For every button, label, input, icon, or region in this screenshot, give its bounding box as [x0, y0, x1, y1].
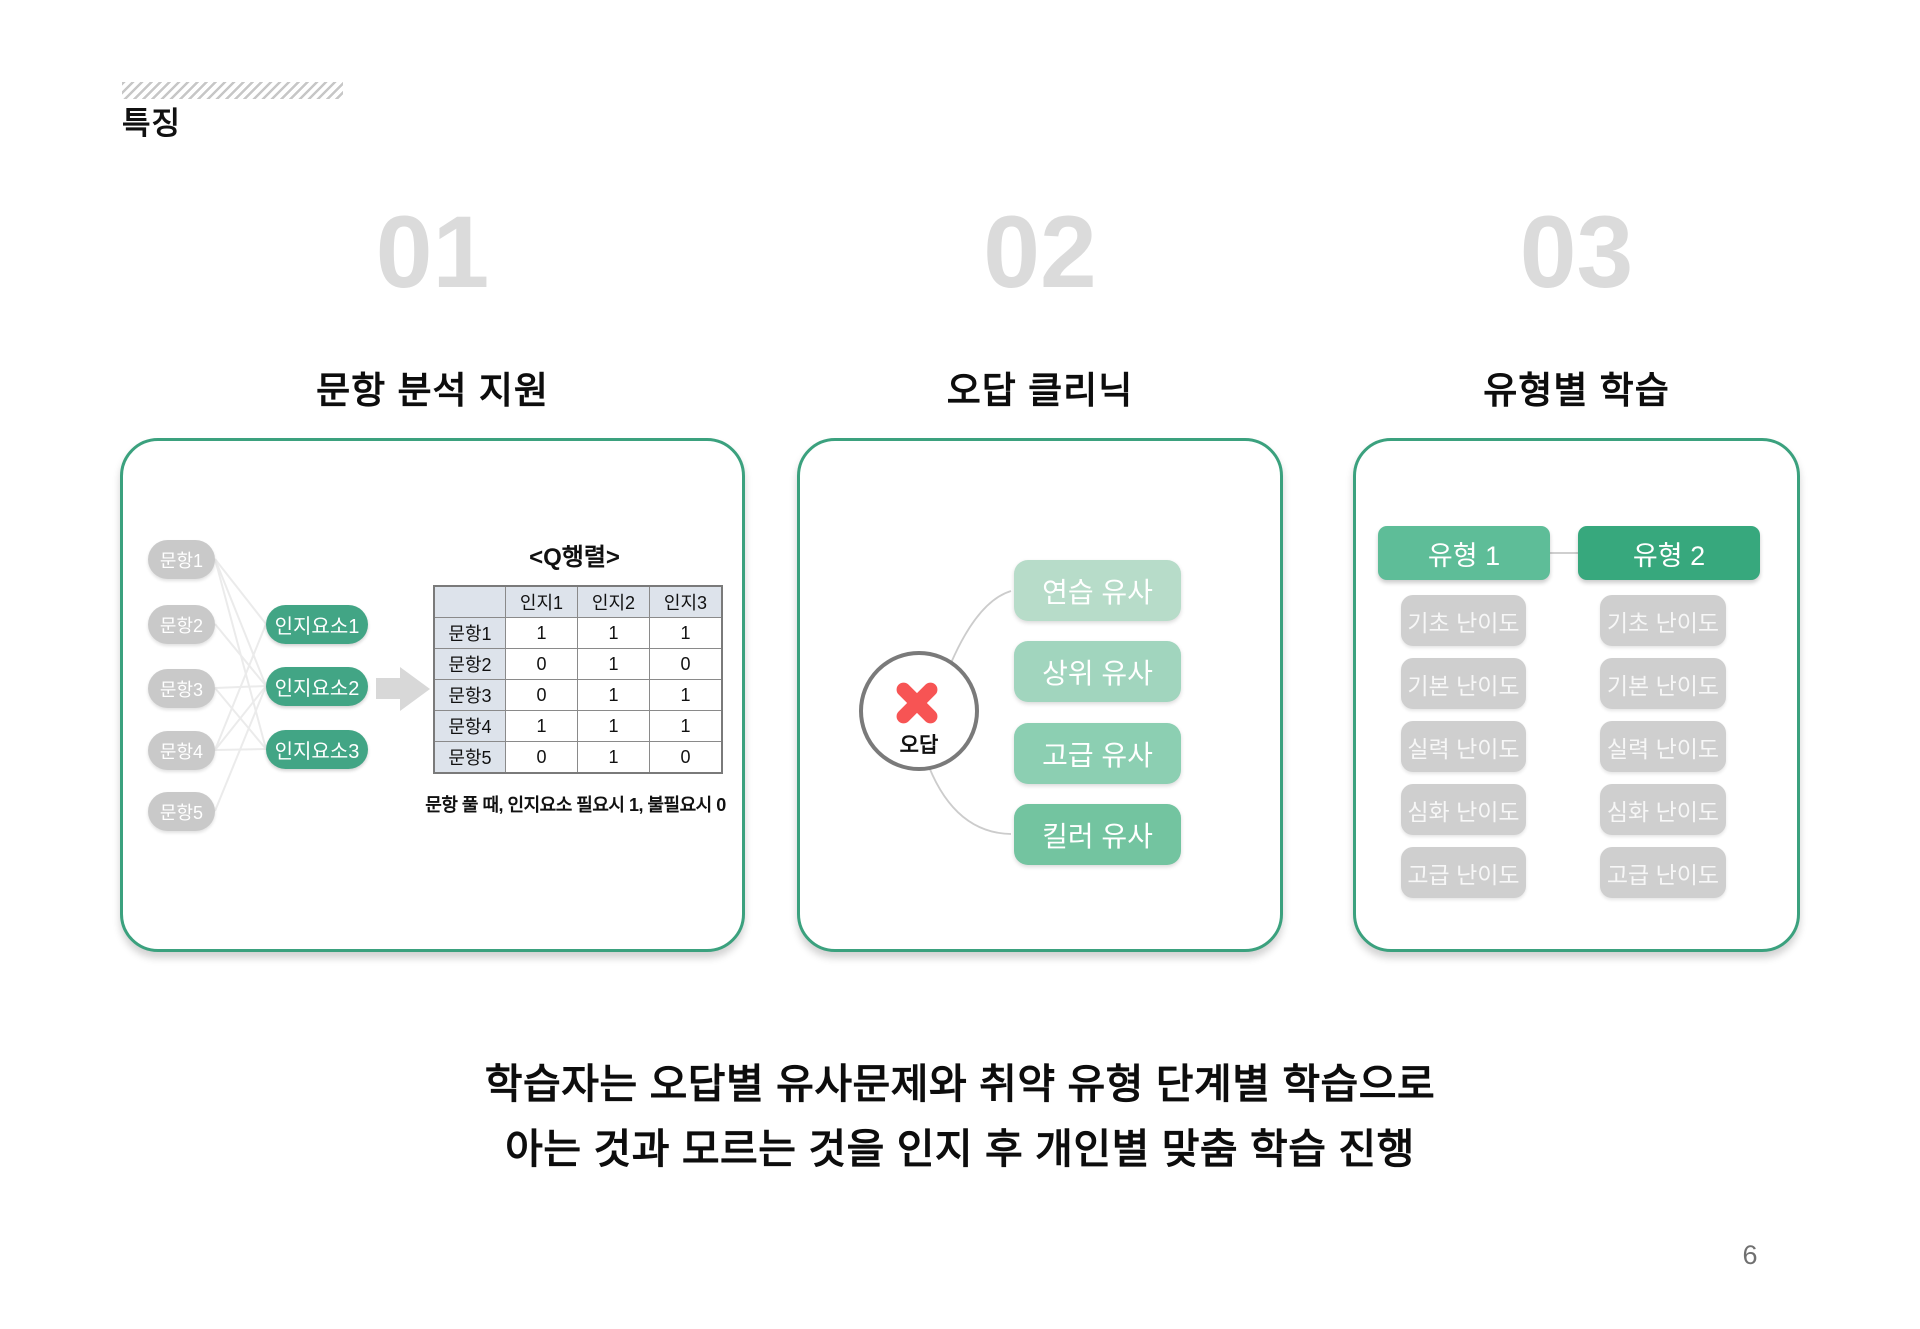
table-row: 문항2 0 1 0	[433, 648, 723, 680]
item-node-4: 문항4	[148, 731, 215, 770]
q-matrix-caption: 문항 풀 때, 인지요소 필요시 1, 불필요시 0	[425, 795, 726, 815]
level-button-advanced-2: 고급 난이도	[1600, 847, 1726, 898]
table-row: 문항4 1 1 1	[433, 710, 723, 742]
q-matrix-title: <Q행렬>	[529, 544, 620, 571]
type-1-button: 유형 1	[1378, 526, 1550, 580]
table-cell: 1	[577, 617, 650, 649]
connection-lines	[214, 558, 267, 812]
table-cell: 1	[649, 679, 723, 711]
table-cell: 1	[577, 648, 650, 680]
table-cell: 1	[577, 679, 650, 711]
table-row-label: 문항3	[433, 679, 506, 711]
wrong-answer-label: 오답	[899, 734, 939, 757]
section-number-3: 03	[1519, 195, 1634, 309]
level-button-basic-1: 기초 난이도	[1401, 595, 1526, 646]
table-cell: 0	[649, 648, 723, 680]
section-number-1: 01	[375, 195, 490, 309]
summary-line-1: 학습자는 오답별 유사문제와 취약 유형 단계별 학습으로	[484, 1061, 1436, 1107]
table-row-label: 문항2	[433, 648, 506, 680]
item-node-2: 문항2	[148, 605, 215, 644]
cognitive-element-node-1: 인지요소1	[266, 605, 368, 644]
x-icon	[891, 679, 943, 727]
cognitive-element-node-3: 인지요소3	[266, 730, 368, 769]
table-cell: 0	[649, 741, 723, 774]
level-button-skill-1: 실력 난이도	[1401, 721, 1526, 772]
panel-item-analysis: 문항1 문항2 문항3 문항4 문항5 인지요소1 인지요소2 인지요소3 <Q…	[120, 438, 745, 952]
level-button-deep-1: 심화 난이도	[1401, 784, 1526, 835]
table-cell: 1	[505, 617, 578, 649]
table-col-header: 인지1	[505, 585, 578, 618]
table-row: 문항3 0 1 1	[433, 679, 723, 711]
page-number: 6	[1742, 1240, 1758, 1270]
table-row-label: 문항5	[433, 741, 506, 774]
table-cell: 1	[649, 710, 723, 742]
level-button-basic-2: 기초 난이도	[1600, 595, 1726, 646]
table-row: 문항1 1 1 1	[433, 617, 723, 649]
similar-button-upper: 상위 유사	[1014, 641, 1181, 702]
table-cell: 1	[577, 741, 650, 774]
panel-type-learning: 유형 1 유형 2 기초 난이도 기본 난이도 실력 난이도 심화 난이도 고급…	[1353, 438, 1800, 952]
type-2-button: 유형 2	[1578, 526, 1760, 580]
table-cell: 1	[577, 710, 650, 742]
table-cell: 0	[505, 648, 578, 680]
level-button-standard-1: 기본 난이도	[1401, 658, 1526, 709]
table-col-header: 인지3	[649, 585, 723, 618]
table-row: 문항5 0 1 0	[433, 741, 723, 774]
similar-button-killer: 킬러 유사	[1014, 804, 1181, 865]
connector-curves	[928, 590, 1012, 835]
summary-line-2: 아는 것과 모르는 것을 인지 후 개인별 맞춤 학습 진행	[505, 1125, 1415, 1172]
level-button-standard-2: 기본 난이도	[1600, 658, 1726, 709]
table-row-label: 문항4	[433, 710, 506, 742]
similar-button-practice: 연습 유사	[1014, 560, 1181, 621]
page-title: 특징	[122, 106, 182, 141]
item-node-5: 문항5	[148, 792, 215, 831]
section-title-type-learning: 유형별 학습	[1483, 370, 1670, 411]
level-button-advanced-1: 고급 난이도	[1401, 847, 1526, 898]
table-row-label: 문항1	[433, 617, 506, 649]
table-header-row: 인지1 인지2 인지3	[433, 585, 723, 618]
table-cell: 1	[505, 710, 578, 742]
table-cell: 0	[505, 741, 578, 774]
section-number-2: 02	[983, 195, 1097, 309]
level-button-skill-2: 실력 난이도	[1600, 721, 1726, 772]
similar-button-advanced: 고급 유사	[1014, 723, 1181, 784]
section-title-wrong-answer-clinic: 오답 클리닉	[946, 370, 1134, 411]
section-title-item-analysis: 문항 분석 지원	[316, 370, 549, 411]
hatch-decoration	[122, 82, 343, 99]
panel-wrong-answer-clinic: 오답 연습 유사 상위 유사 고급 유사 킬러 유사	[797, 438, 1283, 952]
table-cell: 0	[505, 679, 578, 711]
item-node-1: 문항1	[148, 540, 215, 579]
type-connector-line	[1550, 552, 1578, 554]
table-col-header: 인지2	[577, 585, 650, 618]
summary-text: 학습자는 오답별 유사문제와 취약 유형 단계별 학습으로 아는 것과 모르는 …	[0, 1052, 1920, 1182]
level-button-deep-2: 심화 난이도	[1600, 784, 1726, 835]
right-arrow-icon	[376, 678, 400, 699]
q-matrix-table: 인지1 인지2 인지3 문항1 1 1 1 문항2 0 1 0 문항3 0 1 …	[433, 585, 723, 774]
right-arrow-icon-head	[400, 667, 430, 711]
table-corner-cell	[433, 585, 506, 618]
table-cell: 1	[649, 617, 723, 649]
cognitive-element-node-2: 인지요소2	[266, 667, 368, 706]
item-node-3: 문항3	[148, 669, 215, 708]
